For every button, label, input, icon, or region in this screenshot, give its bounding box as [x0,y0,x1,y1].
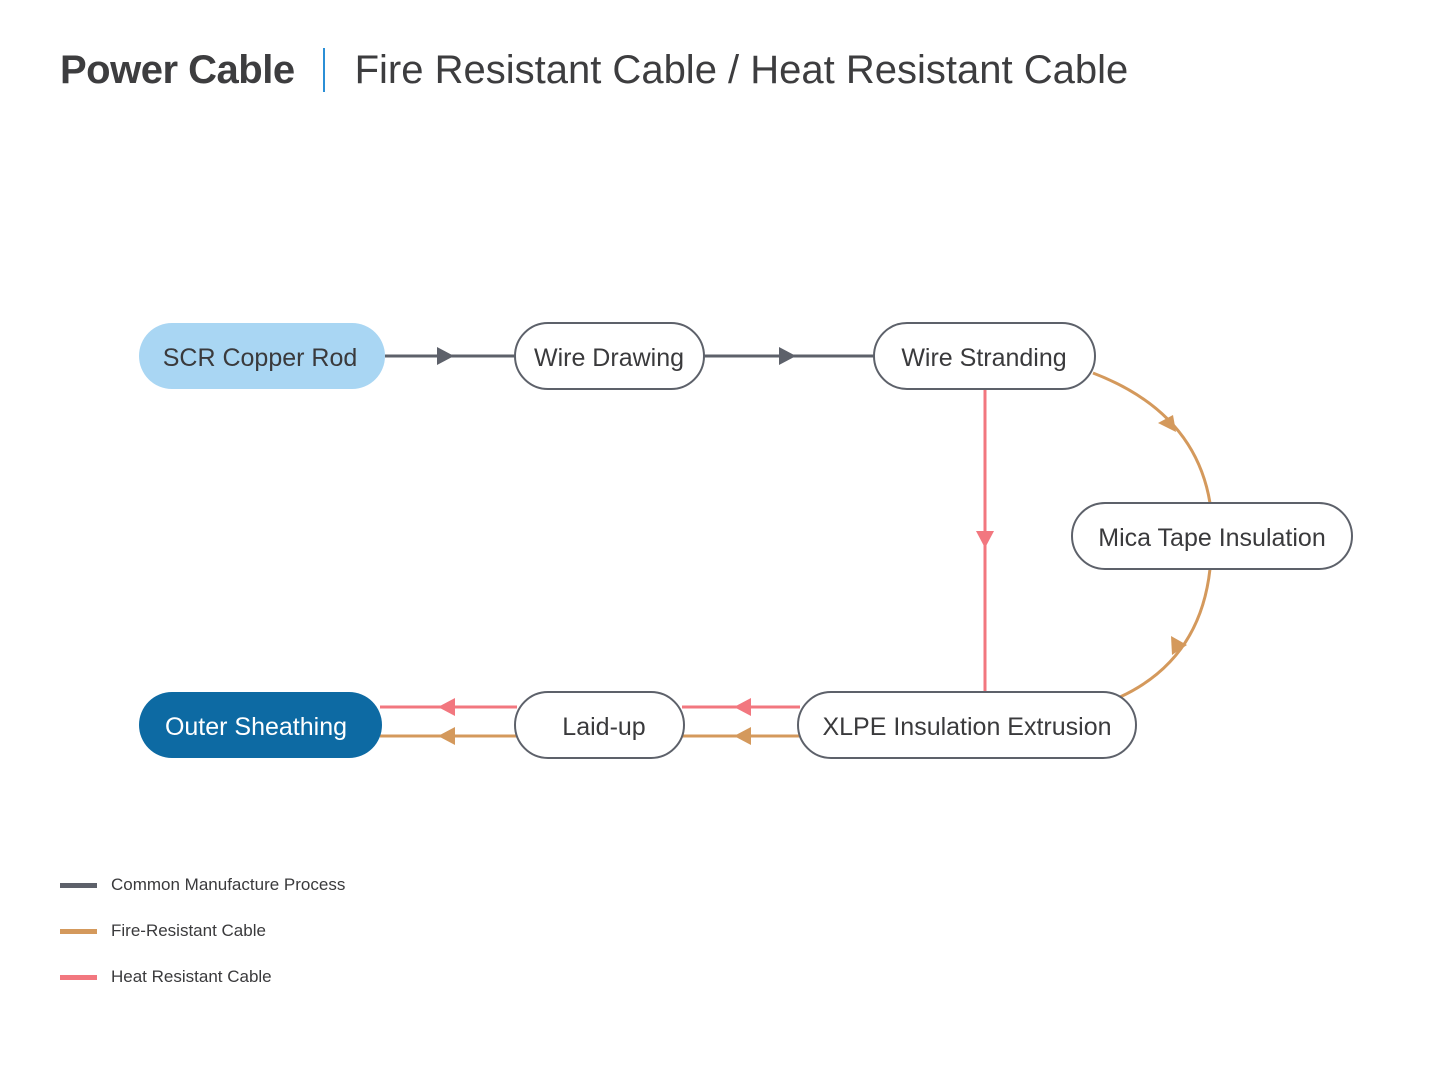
arrow-heat-left-2 [438,698,455,716]
title-divider [322,48,325,92]
arrow-fire-1 [1158,415,1176,432]
node-label: Wire Stranding [901,344,1066,372]
legend-label: Heat Resistant Cable [111,967,272,986]
legend-swatch [60,928,97,934]
legend-swatch [60,882,97,888]
legend-item-fire: Fire-Resistant Cable [60,908,345,954]
legend-label: Fire-Resistant Cable [111,921,266,940]
edge-fire-stranding-to-mica [1092,371,1212,504]
node-label: SCR Copper Rod [163,344,358,372]
legend-item-common: Common Manufacture Process [60,862,345,908]
arrow-fire-left-1 [734,727,751,745]
header: Power Cable Fire Resistant Cable / Heat … [60,40,1128,100]
node-label: Outer Sheathing [165,713,347,741]
legend-label: Common Manufacture Process [111,875,346,894]
node-mica-tape-insulation: Mica Tape Insulation [1071,502,1353,570]
node-label: Wire Drawing [534,344,684,372]
node-label: Laid-up [562,713,645,741]
page-title: Power Cable [60,47,295,92]
node-laid-up: Laid-up [514,691,685,759]
node-scr-copper-rod: SCR Copper Rod [139,323,385,389]
arrow-common-1 [437,347,454,365]
arrow-heat-down [976,531,994,548]
arrow-common-2 [779,347,796,365]
arrow-heat-left-1 [734,698,751,716]
node-outer-sheathing: Outer Sheathing [139,692,382,758]
legend: Common Manufacture Process Fire-Resistan… [60,862,345,1000]
node-xlpe-insulation-extrusion: XLPE Insulation Extrusion [797,691,1137,759]
node-wire-stranding: Wire Stranding [873,322,1096,390]
legend-item-heat: Heat Resistant Cable [60,954,345,1000]
node-wire-drawing: Wire Drawing [514,322,705,390]
edge-fire-mica-to-xlpe [1119,568,1212,699]
arrow-fire-left-2 [438,727,455,745]
page-subtitle: Fire Resistant Cable / Heat Resistant Ca… [354,47,1129,92]
node-label: XLPE Insulation Extrusion [822,713,1111,741]
arrow-fire-2 [1171,636,1187,655]
legend-swatch [60,974,97,980]
node-label: Mica Tape Insulation [1098,524,1325,552]
